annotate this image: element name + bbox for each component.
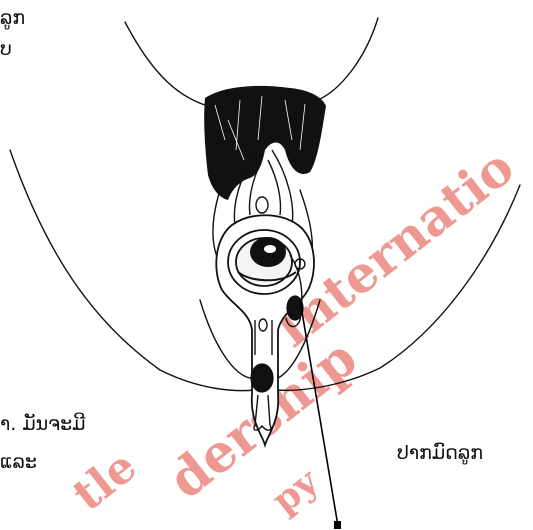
cervix-pointer-line xyxy=(300,300,338,526)
bottom-left-label-line2: ແລະ xyxy=(0,450,37,474)
labia-inner-right xyxy=(268,160,281,215)
right-leg-outline xyxy=(275,185,520,390)
cervix-label: ປາກມົດລູກ xyxy=(397,441,483,465)
top-left-label-line1: ລູກ xyxy=(0,6,25,30)
pubic-hair xyxy=(204,86,326,200)
speculum-screw-lower xyxy=(251,364,273,392)
bottom-left-label-line1: າ. ມັນຈະມີ xyxy=(0,412,85,436)
top-left-label-line2: ບ xyxy=(0,37,12,61)
right-thigh-outline xyxy=(318,18,378,100)
cervix-pointer-end xyxy=(334,521,341,529)
urethra xyxy=(256,197,268,213)
left-thigh-outline xyxy=(125,22,205,105)
